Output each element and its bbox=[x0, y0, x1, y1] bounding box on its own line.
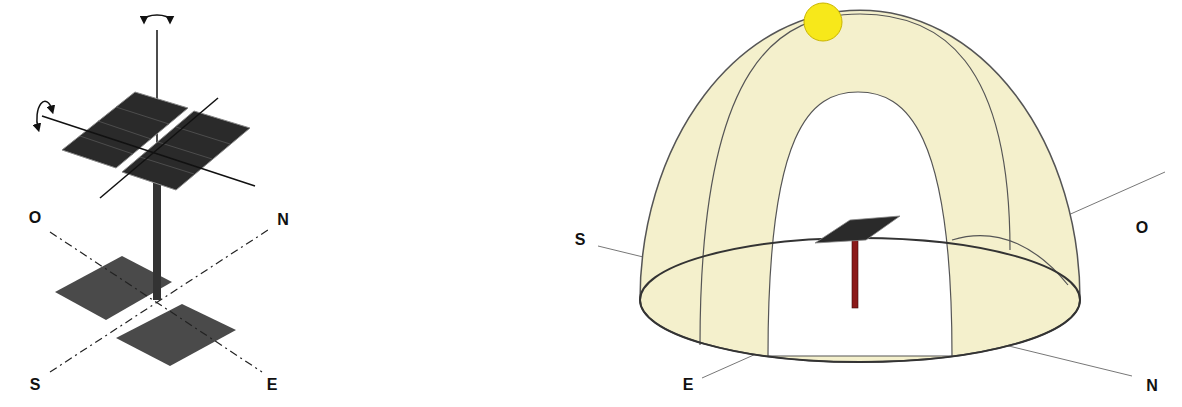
compass-label: E bbox=[267, 377, 278, 393]
dome-opening bbox=[768, 92, 952, 356]
tracker-panel bbox=[815, 216, 900, 243]
compass-label: S bbox=[30, 377, 41, 393]
tilt-axis bbox=[42, 116, 255, 186]
ground-shadows bbox=[55, 256, 236, 366]
compass-label: O bbox=[29, 210, 41, 226]
cross-axis bbox=[100, 98, 218, 198]
compass-label: N bbox=[1146, 378, 1158, 394]
compass-label: S bbox=[575, 232, 586, 248]
horizon-circle bbox=[640, 238, 1080, 362]
dome-meridians bbox=[700, 14, 1068, 345]
sun bbox=[804, 3, 842, 41]
tilt-rotation-arrow bbox=[37, 101, 52, 128]
rotation-arrow bbox=[144, 15, 170, 20]
compass-label: O bbox=[1136, 220, 1148, 236]
tracker-pole bbox=[852, 240, 858, 308]
compass-label: E bbox=[683, 377, 694, 393]
compass-label: N bbox=[277, 212, 289, 228]
sky-dome bbox=[640, 10, 1080, 362]
